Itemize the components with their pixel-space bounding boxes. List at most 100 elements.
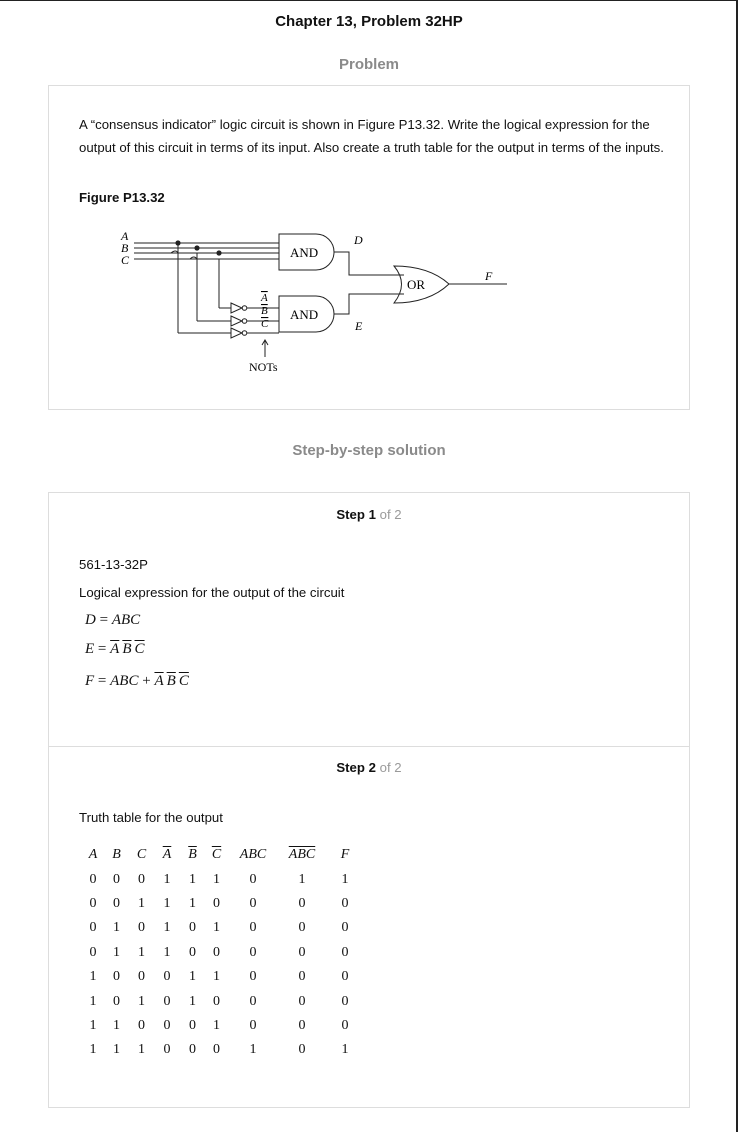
table-cell: 0 bbox=[163, 993, 171, 1009]
figure-label: Figure P13.32 bbox=[79, 190, 165, 205]
table-cell: 1 bbox=[163, 920, 171, 936]
equation-d: D = ABC bbox=[85, 612, 141, 628]
table-cell: 0 bbox=[138, 920, 145, 936]
table-cell: 0 bbox=[249, 871, 257, 887]
truth-table-header: A B C A B C ABC ABC F bbox=[82, 843, 364, 867]
table-cell: 1 bbox=[213, 1017, 220, 1033]
problem-text: A “consensus indicator” logic circuit is… bbox=[79, 117, 664, 155]
table-cell: 0 bbox=[138, 871, 145, 887]
col-header-f: F bbox=[340, 847, 350, 863]
step-2-intro: Truth table for the output bbox=[79, 810, 223, 825]
table-cell: 0 bbox=[189, 920, 196, 936]
table-cell: 0 bbox=[298, 1042, 306, 1058]
table-cell: 0 bbox=[213, 1042, 220, 1058]
table-cell: 1 bbox=[138, 1042, 145, 1058]
table-cell: 0 bbox=[89, 895, 97, 911]
table-cell: 0 bbox=[113, 969, 120, 985]
table-cell: 0 bbox=[249, 944, 257, 960]
table-cell: 1 bbox=[341, 871, 349, 887]
table-cell: 1 bbox=[189, 895, 196, 911]
not-a-label: A bbox=[260, 292, 268, 304]
table-cell: 1 bbox=[113, 1017, 120, 1033]
table-cell: 0 bbox=[249, 920, 257, 936]
table-cell: 0 bbox=[113, 993, 120, 1009]
table-cell: 1 bbox=[138, 895, 145, 911]
input-a-label: A bbox=[120, 229, 129, 243]
step-1-intro: Logical expression for the output of the… bbox=[79, 585, 345, 600]
not-c-label: C bbox=[261, 318, 269, 330]
table-cell: 0 bbox=[189, 1017, 196, 1033]
logic-circuit-diagram: A B C AND AND OR D E F A B C NOTs bbox=[120, 229, 507, 374]
table-cell: 0 bbox=[189, 1042, 196, 1058]
solution-card: Step 1 of 2 561-13-32P Logical expressio… bbox=[48, 492, 690, 1108]
solution-heading: Step-by-step solution bbox=[292, 442, 446, 459]
table-cell: 0 bbox=[138, 969, 145, 985]
table-cell: 1 bbox=[113, 944, 120, 960]
table-cell: 0 bbox=[249, 993, 257, 1009]
table-cell: 0 bbox=[341, 895, 349, 911]
table-cell: 1 bbox=[213, 871, 220, 887]
input-b-label: B bbox=[121, 241, 129, 255]
table-cell: 0 bbox=[298, 895, 306, 911]
table-cell: 1 bbox=[163, 895, 171, 911]
table-cell: 0 bbox=[213, 993, 220, 1009]
problem-heading: Problem bbox=[338, 56, 399, 73]
table-cell: 0 bbox=[298, 993, 306, 1009]
col-header-not-abc: ABC bbox=[288, 847, 316, 863]
col-header-a: A bbox=[88, 847, 98, 863]
table-cell: 1 bbox=[138, 993, 145, 1009]
table-cell: 0 bbox=[163, 969, 171, 985]
table-cell: 0 bbox=[249, 1017, 257, 1033]
table-cell: 0 bbox=[298, 969, 306, 985]
label-f: F bbox=[484, 269, 493, 283]
table-cell: 1 bbox=[113, 920, 120, 936]
col-header-b: B bbox=[112, 847, 121, 863]
table-cell: 1 bbox=[89, 1017, 97, 1033]
table-cell: 1 bbox=[138, 944, 145, 960]
table-cell: 1 bbox=[213, 920, 220, 936]
table-cell: 1 bbox=[213, 969, 220, 985]
col-header-not-a: A bbox=[162, 847, 172, 863]
table-cell: 1 bbox=[89, 1042, 97, 1058]
table-cell: 0 bbox=[341, 920, 349, 936]
table-cell: 0 bbox=[113, 871, 120, 887]
col-header-not-b: B bbox=[188, 847, 197, 863]
table-cell: 1 bbox=[163, 944, 171, 960]
table-cell: 0 bbox=[298, 944, 306, 960]
table-cell: 0 bbox=[341, 944, 349, 960]
table-cell: 1 bbox=[249, 1042, 257, 1058]
equation-f: F = ABC + A B C bbox=[85, 673, 189, 689]
step-of: of 2 bbox=[379, 760, 402, 775]
table-cell: 0 bbox=[213, 895, 220, 911]
problem-card: A “consensus indicator” logic circuit is… bbox=[48, 85, 690, 410]
table-cell: 0 bbox=[89, 944, 97, 960]
table-cell: 0 bbox=[341, 969, 349, 985]
table-cell: 0 bbox=[163, 1042, 171, 1058]
table-cell: 0 bbox=[249, 895, 257, 911]
table-cell: 0 bbox=[89, 920, 97, 936]
table-cell: 1 bbox=[89, 993, 97, 1009]
right-border bbox=[736, 0, 738, 1132]
table-cell: 0 bbox=[163, 1017, 171, 1033]
page-title: Chapter 13, Problem 32HP bbox=[275, 13, 463, 30]
table-cell: 0 bbox=[189, 944, 196, 960]
step-word: Step bbox=[336, 507, 365, 522]
or-gate-label: OR bbox=[407, 277, 425, 292]
step-1-title: Step 1 of 2 bbox=[49, 507, 689, 522]
table-cell: 1 bbox=[189, 871, 196, 887]
label-e: E bbox=[354, 319, 363, 333]
table-cell: 0 bbox=[113, 895, 120, 911]
table-cell: 0 bbox=[298, 1017, 306, 1033]
not-b-label: B bbox=[261, 305, 268, 317]
table-cell: 0 bbox=[89, 871, 97, 887]
equation-e: E = A B C bbox=[85, 641, 145, 657]
top-border bbox=[0, 0, 736, 1]
table-cell: 1 bbox=[189, 993, 196, 1009]
